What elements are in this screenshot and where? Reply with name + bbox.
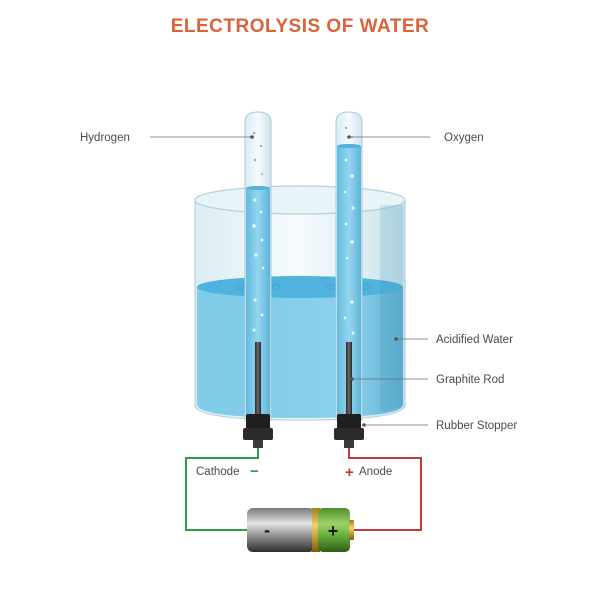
- hydrogen-test-tube: [244, 111, 272, 421]
- graphite-rod-anode: [346, 342, 352, 414]
- anode-sign: +: [345, 464, 354, 481]
- page-title: ELECTROLYSIS OF WATER: [171, 16, 430, 37]
- beaker: [194, 185, 406, 421]
- label-anode: Anode: [359, 466, 392, 478]
- rubber-stopper-cathode: [243, 414, 273, 448]
- battery: - +: [247, 508, 354, 552]
- acidified-water: [197, 287, 403, 418]
- gas-bubbles: [252, 126, 355, 335]
- graphite-rod-cathode: [255, 342, 261, 414]
- label-rubber-stopper: Rubber Stopper: [436, 420, 517, 432]
- wire-negative: [185, 448, 259, 531]
- wire-positive: [348, 448, 422, 531]
- cathode-sign: −: [250, 463, 259, 480]
- battery-positive-sign: +: [328, 521, 339, 541]
- battery-negative-sign: -: [264, 520, 270, 540]
- label-graphite-rod: Graphite Rod: [436, 374, 504, 386]
- label-oxygen: Oxygen: [444, 132, 484, 144]
- label-hydrogen: Hydrogen: [80, 132, 130, 144]
- oxygen-test-tube: [335, 111, 363, 421]
- label-acidified-water: Acidified Water: [436, 334, 513, 346]
- rubber-stopper-anode: [334, 414, 364, 448]
- label-cathode: Cathode: [196, 466, 239, 478]
